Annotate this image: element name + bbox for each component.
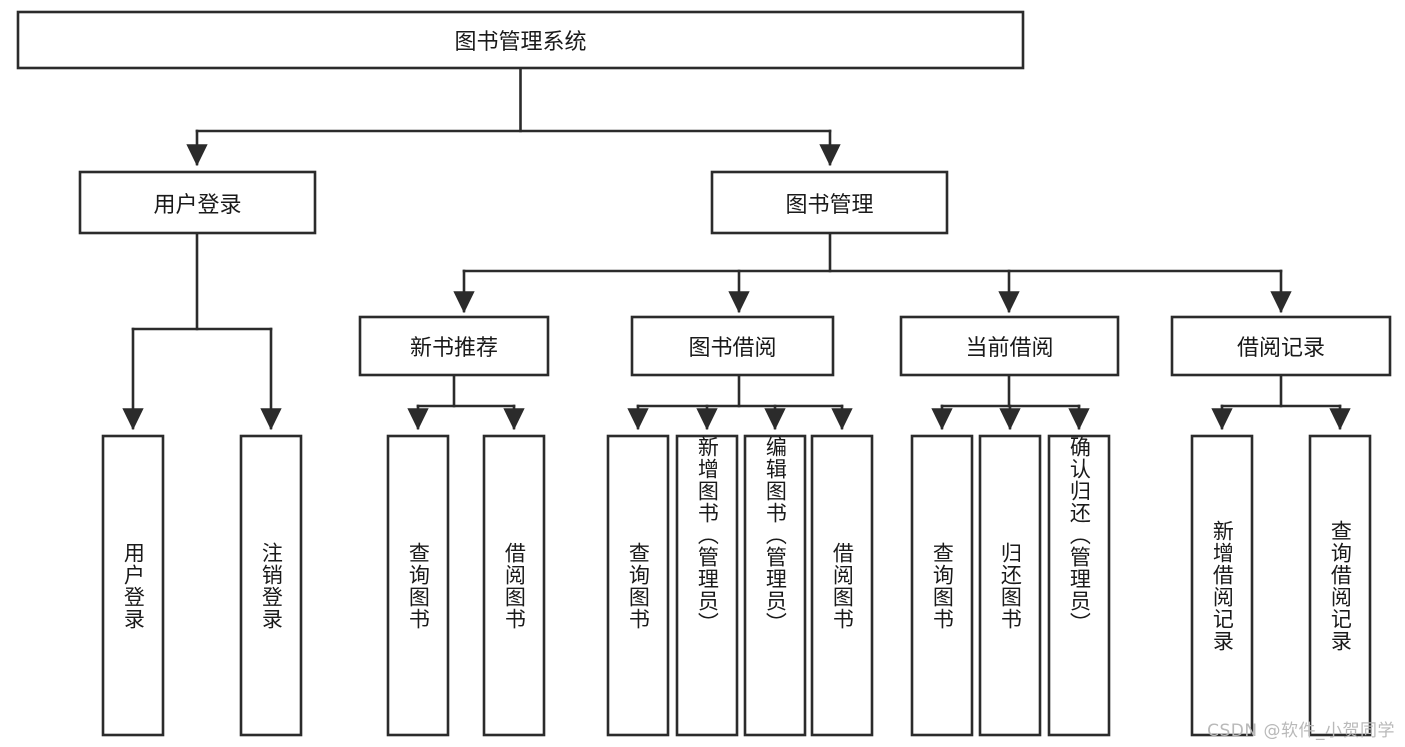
edge-group-new-book — [407, 374, 525, 431]
leaf-box-borrow-record-1[interactable] — [1190, 434, 1254, 737]
leaf-box-book-borrow-1[interactable] — [606, 434, 670, 737]
leaf-box-current-borrow-2[interactable] — [978, 434, 1042, 737]
node-box-borrow-record[interactable] — [1170, 315, 1392, 377]
leaf-box-borrow-record-2[interactable] — [1308, 434, 1372, 737]
node-box-current-borrow[interactable] — [899, 315, 1120, 377]
leaf-box-book-borrow-3[interactable] — [743, 434, 807, 737]
leaf-box-new-book-2[interactable] — [482, 434, 546, 737]
node-box-root[interactable] — [16, 10, 1025, 70]
leaf-box-current-borrow-3[interactable] — [1047, 434, 1111, 737]
node-box-new-book[interactable] — [358, 315, 550, 377]
edge-group-book-mgmt — [453, 231, 1292, 314]
edge-group-book-borrow — [627, 374, 853, 431]
leaf-box-new-book-1[interactable] — [386, 434, 450, 737]
leaf-box-current-borrow-1[interactable] — [910, 434, 974, 737]
edge-group-user-login — [122, 231, 282, 431]
node-box-book-borrow[interactable] — [630, 315, 835, 377]
edge-group-borrow-record — [1211, 374, 1351, 431]
node-box-book-mgmt[interactable] — [710, 170, 949, 235]
leaf-box-book-borrow-4[interactable] — [810, 434, 874, 737]
leaf-box-user-login-2[interactable] — [239, 434, 303, 737]
leaf-box-book-borrow-2[interactable] — [675, 434, 739, 737]
edge-group-current-borrow — [931, 374, 1090, 431]
leaf-box-user-login-1[interactable] — [101, 434, 165, 737]
node-box-user-login[interactable] — [78, 170, 317, 235]
edge-group-root — [186, 66, 841, 167]
